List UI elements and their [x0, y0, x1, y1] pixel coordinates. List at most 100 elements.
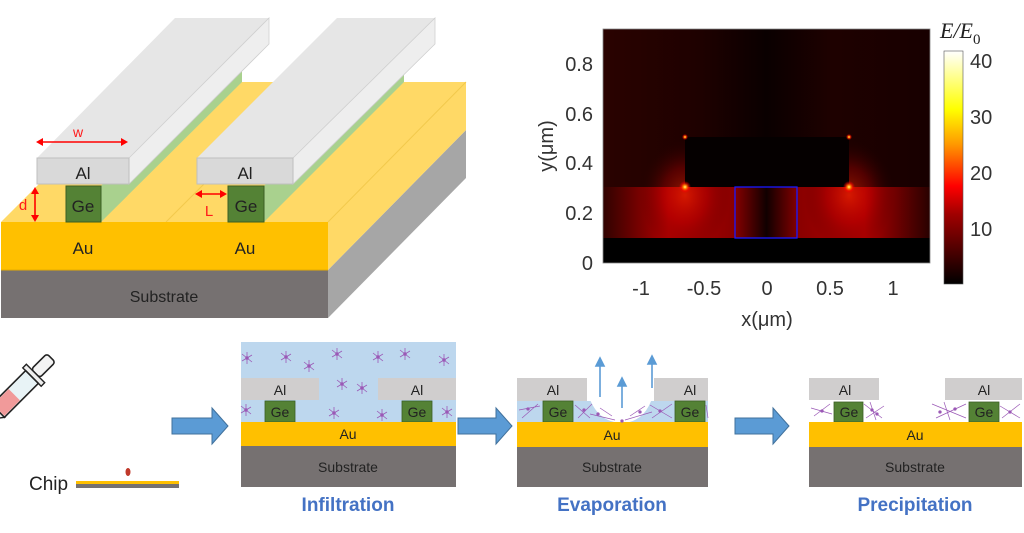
- ytick-label: 0.4: [565, 153, 593, 175]
- ge-right-front: [227, 185, 265, 223]
- label-au: Au: [906, 427, 923, 443]
- al-region: [685, 137, 849, 187]
- vapor-arrow-icon: [594, 354, 658, 408]
- step-label: Infiltration: [302, 495, 395, 516]
- al-block: [517, 378, 587, 401]
- substrate-layer: [241, 446, 456, 487]
- al-right-front: [196, 157, 294, 185]
- chip-label: Chip: [29, 474, 68, 495]
- dimension-d: d: [19, 187, 39, 222]
- au-layer: [809, 422, 1022, 447]
- label-au: Au: [339, 426, 356, 442]
- substrate-front: [1, 270, 328, 318]
- ytick-label: 0: [582, 253, 593, 275]
- label-al-right: Al: [237, 164, 252, 183]
- colorbar-tick-label: 30: [970, 107, 992, 129]
- label-au: Au: [603, 427, 620, 443]
- plot-frame: [602, 28, 931, 264]
- hotspot: [846, 134, 852, 140]
- ge-left-front: [65, 185, 102, 223]
- label-substrate: Substrate: [885, 459, 945, 475]
- au-side: [328, 82, 466, 270]
- process-arrow: [171, 406, 229, 446]
- colorbar-tick-label: 20: [970, 163, 992, 185]
- heatmap-area: [602, 28, 931, 264]
- label-ge: Ge: [549, 404, 568, 420]
- al-right-top: [197, 18, 435, 158]
- chip-au: [76, 481, 179, 484]
- colorbar-tick-label: 40: [970, 51, 992, 73]
- label-L: L: [205, 203, 213, 220]
- label-ge: Ge: [271, 404, 290, 420]
- substrate-layer: [809, 447, 1022, 487]
- label-substrate: Substrate: [130, 289, 199, 306]
- label-ge-right: Ge: [235, 197, 258, 216]
- xtick-label: 0.5: [816, 278, 844, 300]
- label-al: Al: [684, 382, 696, 398]
- label-ge: Ge: [840, 404, 859, 420]
- hotspot: [843, 181, 855, 193]
- precipitate-crystals: [810, 401, 1021, 421]
- label-ge: Ge: [408, 404, 427, 420]
- label-substrate: Substrate: [582, 459, 642, 475]
- process-arrow: [734, 406, 790, 446]
- label-substrate: Substrate: [318, 459, 378, 475]
- xtick-label: -0.5: [687, 278, 721, 300]
- label-ge-left: Ge: [72, 197, 95, 216]
- molecules: [518, 403, 709, 423]
- step-evaporation: Al Al Ge Ge Au Substrate Evaporation: [517, 354, 709, 516]
- step-precipitation: Al Al Ge Ge Au Substrate Precipitation: [809, 378, 1022, 516]
- label-al: Al: [839, 382, 851, 398]
- label-al: Al: [274, 382, 286, 398]
- label-d: d: [19, 197, 27, 214]
- hotspot: [682, 134, 688, 140]
- droplet: [125, 468, 131, 476]
- ytick-label: 0.6: [565, 104, 593, 126]
- dimension-L: L: [195, 190, 227, 220]
- al-left-front: [36, 157, 130, 185]
- label-au-left: Au: [73, 239, 94, 258]
- label-al: Al: [411, 382, 423, 398]
- step-infiltration: Al Al Ge Ge Au Substrate Infiltration: [240, 342, 456, 516]
- au-layer: [241, 422, 456, 446]
- substrate-side: [328, 130, 466, 318]
- substrate-layer: [517, 447, 708, 487]
- label-w: w: [72, 124, 84, 140]
- structure-3d: Al Al Ge Ge Au Au Substrate w d L: [1, 17, 467, 318]
- x-axis-label: x(μm): [741, 309, 793, 331]
- hotspot: [679, 181, 691, 193]
- syringe-liquid: [0, 389, 20, 416]
- al-block: [378, 378, 456, 400]
- molecules: [240, 348, 453, 421]
- xtick-label: 0: [761, 278, 772, 300]
- y-axis-label: y(μm): [536, 120, 558, 172]
- au-layer: [517, 422, 708, 447]
- chip-substrate: [76, 484, 179, 488]
- al-block: [241, 378, 319, 400]
- au-region: [603, 238, 930, 263]
- field-map: 0 0.2 0.4 0.6 0.8 -1 -0.5 0 0.5 1 x(μm) …: [536, 18, 992, 331]
- label-al-left: Al: [75, 164, 90, 183]
- colorbar-tick-label: 10: [970, 219, 992, 241]
- ge-outline: [734, 186, 798, 239]
- label-ge: Ge: [975, 404, 994, 420]
- al-block: [654, 378, 708, 401]
- colorbar-title: E/E0: [939, 18, 981, 48]
- al-block: [809, 378, 879, 400]
- label-au-right: Au: [235, 239, 256, 258]
- process-arrow: [457, 406, 513, 446]
- xtick-label: -1: [632, 278, 650, 300]
- xtick-label: 1: [887, 278, 898, 300]
- ytick-label: 0.8: [565, 54, 593, 76]
- au-front: [1, 222, 328, 270]
- label-ge: Ge: [681, 404, 700, 420]
- colorbar: [943, 50, 964, 285]
- meniscus: [585, 378, 656, 423]
- step-label: Precipitation: [857, 495, 972, 516]
- label-al: Al: [978, 382, 990, 398]
- step-label: Evaporation: [557, 495, 667, 516]
- al-left-top: [37, 18, 269, 158]
- al-block: [945, 378, 1022, 400]
- label-al: Al: [547, 382, 559, 398]
